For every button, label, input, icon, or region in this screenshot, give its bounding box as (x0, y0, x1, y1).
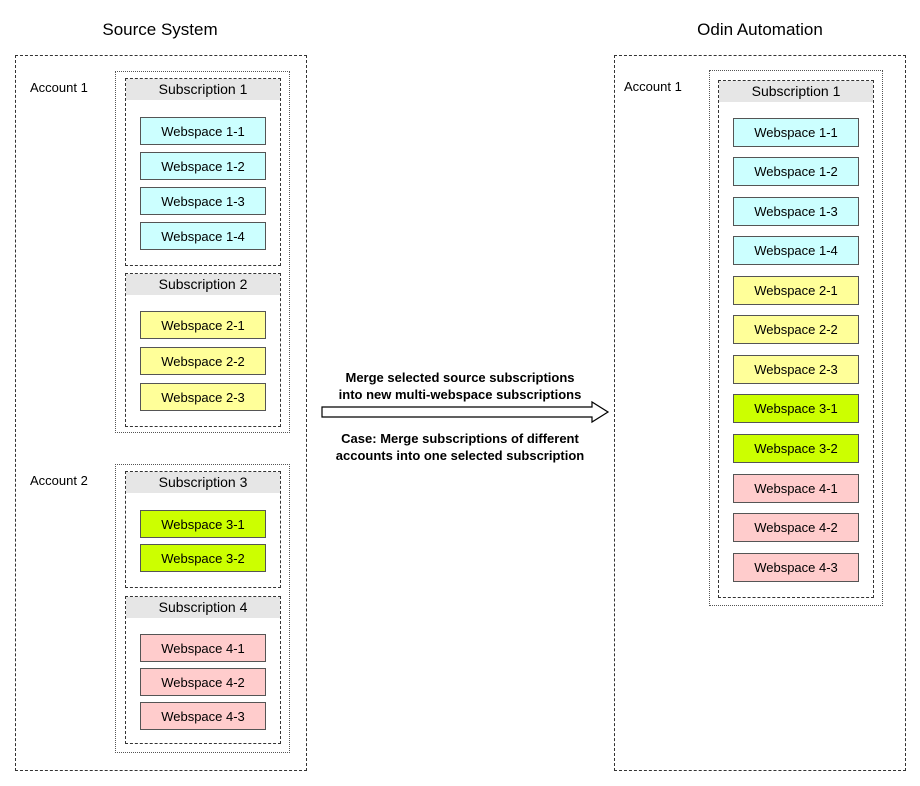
source-system-title: Source System (102, 20, 218, 39)
target-account-1-label: Account 1 (624, 79, 682, 94)
target-webspace-2-2: Webspace 2-2 (733, 315, 859, 344)
source-subscription-3 (125, 471, 281, 588)
source-subscription-2-title: Subscription 2 (126, 274, 280, 295)
webspace-1-3: Webspace 1-3 (140, 187, 266, 215)
target-webspace-4-3: Webspace 4-3 (733, 553, 859, 582)
target-webspace-1-1: Webspace 1-1 (733, 118, 859, 147)
target-webspace-3-1: Webspace 3-1 (733, 394, 859, 423)
source-account-2-group (115, 464, 290, 753)
webspace-3-1: Webspace 3-1 (140, 510, 266, 538)
webspace-3-2: Webspace 3-2 (140, 544, 266, 572)
arrow-caption-top-line-1: Merge selected source subscriptions (345, 370, 575, 385)
source-subscription-4 (125, 596, 281, 744)
source-account-1-group (115, 71, 290, 433)
target-webspace-2-3: Webspace 2-3 (733, 355, 859, 384)
source-subscription-4-title: Subscription 4 (126, 597, 280, 618)
source-account-2-label: Account 2 (30, 473, 88, 488)
target-subscription-1 (718, 80, 874, 598)
odin-automation-container (614, 55, 906, 771)
target-subscription-1-title: Subscription 1 (719, 81, 873, 102)
odin-automation-title: Odin Automation (697, 20, 823, 39)
webspace-2-3: Webspace 2-3 (140, 383, 266, 411)
arrow-caption-bottom-line-1: Case: Merge subscriptions of different (341, 431, 579, 446)
target-webspace-1-2: Webspace 1-2 (733, 157, 859, 186)
webspace-4-2: Webspace 4-2 (140, 668, 266, 696)
source-system-container (15, 55, 307, 771)
target-webspace-4-2: Webspace 4-2 (733, 513, 859, 542)
webspace-4-3: Webspace 4-3 (140, 702, 266, 730)
source-subscription-1 (125, 78, 281, 266)
target-webspace-3-2: Webspace 3-2 (733, 434, 859, 463)
webspace-4-1: Webspace 4-1 (140, 634, 266, 662)
webspace-2-1: Webspace 2-1 (140, 311, 266, 339)
source-account-1-label: Account 1 (30, 80, 88, 95)
source-subscription-3-title: Subscription 3 (126, 472, 280, 493)
target-webspace-4-1: Webspace 4-1 (733, 474, 859, 503)
arrow-caption-top-line-2: into new multi-webspace subscriptions (338, 387, 582, 402)
arrow-caption-bottom: Case: Merge subscriptions of different a… (315, 430, 605, 464)
arrow-caption-top: Merge selected source subscriptions into… (315, 369, 605, 403)
target-webspace-1-3: Webspace 1-3 (733, 197, 859, 226)
arrow-caption-bottom-line-2: accounts into one selected subscription (335, 448, 585, 463)
webspace-2-2: Webspace 2-2 (140, 347, 266, 375)
target-webspace-2-1: Webspace 2-1 (733, 276, 859, 305)
source-subscription-1-title: Subscription 1 (126, 79, 280, 100)
webspace-1-4: Webspace 1-4 (140, 222, 266, 250)
webspace-1-1: Webspace 1-1 (140, 117, 266, 145)
target-account-1-group (709, 70, 883, 606)
webspace-1-2: Webspace 1-2 (140, 152, 266, 180)
source-subscription-2 (125, 273, 281, 427)
target-webspace-1-4: Webspace 1-4 (733, 236, 859, 265)
merge-arrow (321, 400, 610, 424)
